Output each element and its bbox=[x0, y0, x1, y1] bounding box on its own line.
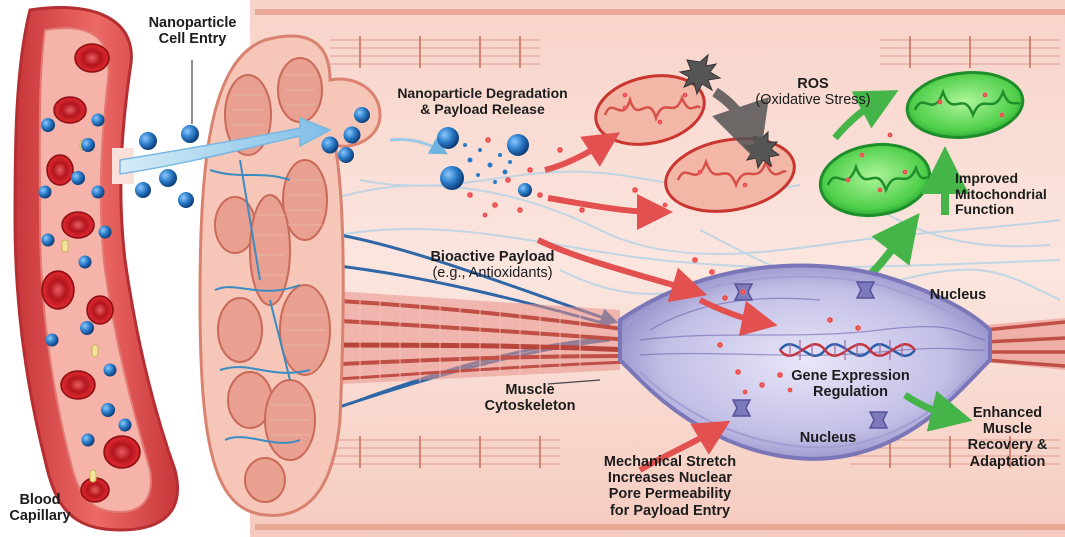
label-nucleus-top: Nucleus bbox=[929, 287, 987, 303]
label-bioactive-payload-subtitle: (e.g., Antioxidants) bbox=[432, 265, 553, 282]
dna-helix-icon bbox=[779, 340, 916, 360]
healthy-mitochondrion-bottom bbox=[818, 143, 932, 217]
label-nanoparticle-degradation: Nanoparticle Degradation & Payload Relea… bbox=[397, 85, 568, 117]
label-improved-mitochondrial-function: Improved Mitochondrial Function bbox=[955, 170, 1047, 218]
label-bioactive-payload: Bioactive Payload (e.g., Antioxidants) bbox=[415, 233, 570, 298]
label-ros-subtitle: (Oxidative Stress) bbox=[755, 92, 871, 109]
blood-capillary bbox=[13, 6, 180, 532]
label-nucleus-bottom: Nucleus bbox=[799, 430, 857, 446]
label-gene-expression: Gene Expression Regulation bbox=[791, 368, 910, 401]
label-nanoparticle-entry: Nanoparticle Cell Entry bbox=[148, 15, 237, 48]
label-muscle-cytoskeleton: Muscle Cytoskeleton bbox=[484, 382, 576, 415]
label-ros: ROS (Oxidative Stress) bbox=[738, 60, 888, 125]
healthy-mitochondrion-top bbox=[905, 71, 1025, 139]
label-ros-title: ROS bbox=[797, 76, 829, 93]
nanoparticle-degradation bbox=[389, 127, 544, 218]
label-mechanical-stretch: Mechanical Stretch Increases Nuclear Por… bbox=[603, 454, 737, 519]
label-bioactive-payload-title: Bioactive Payload bbox=[430, 249, 555, 266]
red-arrows bbox=[536, 132, 778, 473]
label-blood-capillary: Blood Capillary bbox=[9, 492, 71, 525]
label-enhanced-muscle-recovery: Enhanced Muscle Recovery & Adaptation bbox=[967, 405, 1048, 470]
nanoparticle-entry bbox=[119, 60, 370, 208]
fiber-cross-section bbox=[198, 34, 382, 517]
recovery-arrow bbox=[903, 390, 973, 432]
